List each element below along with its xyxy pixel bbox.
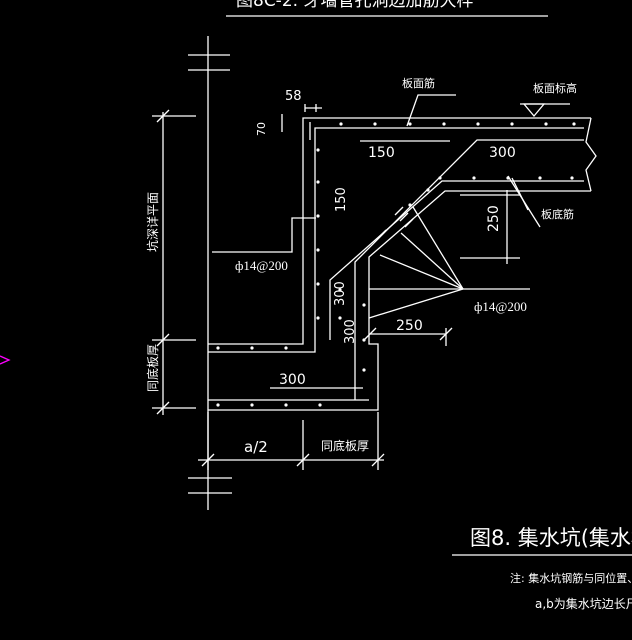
dim-300-bottom-label: 300 <box>279 372 306 388</box>
dim-150-wall: 150 <box>334 187 349 212</box>
leader-rebar-left <box>212 217 316 253</box>
dim-bottom-tick-left <box>201 453 215 467</box>
elevation-marker <box>522 103 546 118</box>
dim-150-top: 150 <box>368 145 395 161</box>
dim-left-tick-mid <box>156 333 170 347</box>
dim-58-label: 58 <box>285 89 302 104</box>
label-a-half: a/2 <box>244 438 268 456</box>
label-slab-top-rebar: 板面筋 <box>402 76 435 90</box>
figure-title: 图8. 集水坑(集水槽)双向配 <box>470 526 632 550</box>
label-raft-thickness-bottom: 同底板厚 <box>321 438 369 453</box>
outer-rebar <box>208 127 584 353</box>
label-slab-bottom-rebar: 板底筋 <box>541 207 574 221</box>
leader-slab-bottom-rebar-2 <box>511 177 529 211</box>
pit-concrete-outline <box>208 117 591 411</box>
label-rebar-right: ф14@200 <box>474 299 527 314</box>
dim-250-bottom-mark <box>439 327 453 341</box>
dim-300-top: 300 <box>489 145 516 161</box>
dim-bottom-tick-right <box>371 453 385 467</box>
dim-left-tick-bottom <box>156 401 170 415</box>
corner-hatch <box>377 206 414 239</box>
inner-rebar <box>354 139 584 400</box>
label-rebar-left: ф14@200 <box>235 258 288 273</box>
dim-250-bottom-mark-2 <box>363 327 377 341</box>
dim-70-label: 70 <box>255 122 268 136</box>
dim-300-diag-2: 300 <box>343 319 358 344</box>
label-slab-elevation: 板面标高 <box>533 81 577 95</box>
label-raft-thickness-left: 同底板厚 <box>145 344 160 392</box>
slab-bottom-rebar <box>329 180 584 340</box>
dim-left-tick-top <box>156 109 170 123</box>
dim-bottom-tick-mid <box>296 453 310 467</box>
header-title: 图8C-2. 牙墙管孔洞边加筋大样 <box>236 0 473 11</box>
note-line-2: a,b为集水坑边长尺寸 <box>535 596 632 611</box>
magenta-marker <box>0 355 11 365</box>
leader-slab-top-rebar <box>406 94 456 127</box>
dim-250-right-label: 250 <box>486 205 502 232</box>
dim-250-bottom-label: 250 <box>396 318 423 334</box>
label-pit-depth: 坑深详平面 <box>145 192 160 252</box>
dim-300-diag: 300 <box>333 281 348 306</box>
note-line-1: 注: 集水坑钢筋与同位置、同方向 <box>510 571 632 585</box>
leader-rebar-right <box>368 206 530 319</box>
break-line <box>585 117 597 192</box>
